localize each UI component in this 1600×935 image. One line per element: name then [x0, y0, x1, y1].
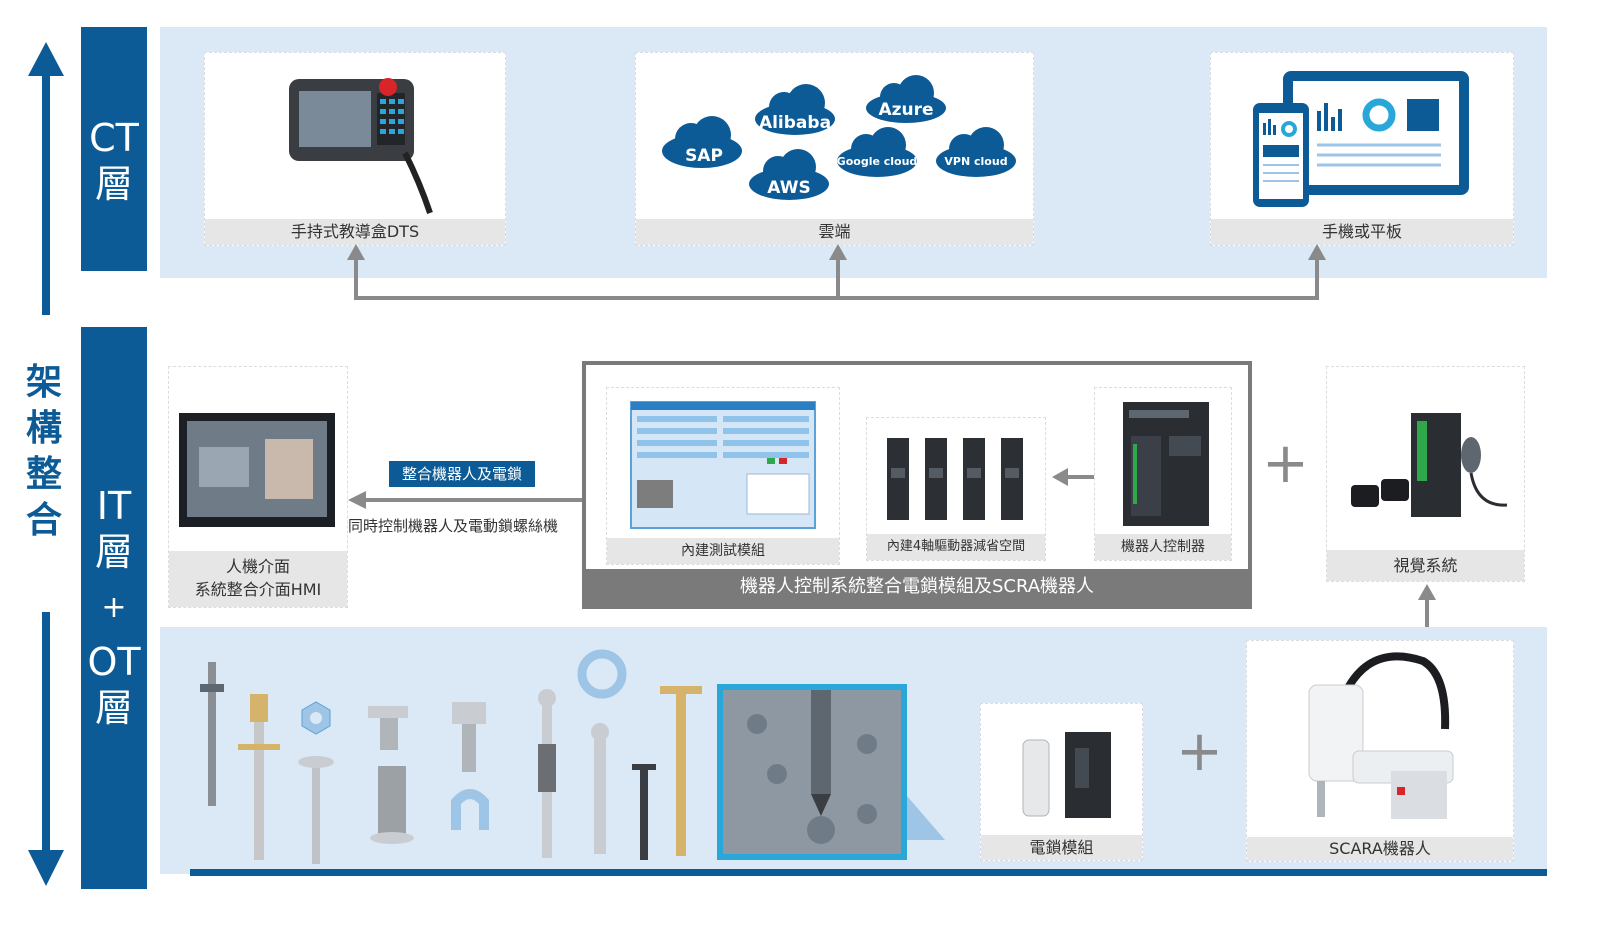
- flange-bolt-icon: [368, 706, 408, 750]
- it-layer-label: IT: [96, 484, 132, 528]
- screwdriving-photo: [717, 684, 945, 860]
- driver-module-card: 內建4軸驅動器減省空間: [866, 417, 1046, 561]
- screw-module-caption: 電鎖模組: [981, 835, 1142, 860]
- ot-layer-label: OT: [87, 640, 141, 684]
- side-char: 構: [25, 408, 62, 449]
- expansion-anchor-icon: [591, 723, 609, 854]
- cloud-sap: [662, 116, 742, 168]
- cloud-aws-label: AWS: [767, 178, 810, 198]
- ct-card-pendant: 手持式教導盒DTS: [204, 52, 506, 246]
- cloud-vpn: [936, 127, 1016, 177]
- side-char: 整: [25, 454, 62, 495]
- plus-sign-ot: +: [1176, 719, 1223, 784]
- side-label: 架 構 整 合: [22, 360, 66, 544]
- integration-arrow: [348, 491, 584, 509]
- black-screw-icon: [632, 764, 656, 860]
- tablet-phone-icon: [1253, 71, 1469, 207]
- hmi-caption: 人機介面 系統整合介面HMI: [169, 551, 347, 607]
- robot-controller-icon: [1123, 402, 1209, 526]
- ct-card-cloud: SAP Alibaba Azure AWS Google cloud VPN c…: [635, 52, 1034, 246]
- plus-label: +: [101, 590, 127, 625]
- ct-card-caption: 雲端: [636, 219, 1033, 245]
- hmi-caption-line: 系統整合介面HMI: [194, 580, 322, 599]
- hmi-caption-line: 人機介面: [225, 557, 290, 576]
- teach-pendant-icon: [289, 78, 433, 214]
- ct-layer-label: CT: [89, 116, 139, 160]
- ct-layer-bar: CT 層: [81, 27, 147, 271]
- hmi-screen-icon: [179, 413, 335, 527]
- cloud-azure-label: Azure: [878, 100, 933, 120]
- scara-card: SCARA機器人: [1246, 640, 1514, 862]
- controller-group: 內建測試模組 內建4軸驅動器減省空間 機器人控制器 機器人控制系統整合電鎖模組及…: [582, 361, 1252, 609]
- ct-card-caption: 手持式教導盒DTS: [205, 219, 505, 245]
- cloud-alibaba-label: Alibaba: [759, 113, 831, 133]
- down-arrow: [28, 612, 64, 886]
- driver-module-caption: 內建4軸驅動器減省空間: [867, 534, 1045, 560]
- ct-connector: [347, 244, 1326, 300]
- vision-system-icon: [1351, 413, 1508, 517]
- up-arrow: [28, 42, 64, 315]
- cloud-aws: [749, 149, 829, 200]
- controller-group-title: 機器人控制系統整合電鎖模組及SCRA機器人: [586, 569, 1248, 605]
- test-module-card: 內建測試模組: [606, 387, 840, 565]
- rivet-icon: [200, 662, 224, 806]
- fasteners-group: [200, 649, 702, 864]
- robot-controller-caption: 機器人控制器: [1095, 534, 1231, 560]
- screw-module-icon: [1022, 732, 1111, 818]
- screw-module-card: 電鎖模組: [980, 703, 1143, 861]
- rivet-nut-icon: [370, 766, 414, 844]
- cloud-alibaba: [755, 84, 835, 135]
- ot-baseline: [190, 869, 1547, 876]
- cloud-google: [837, 127, 917, 177]
- hex-nut-icon: [301, 701, 331, 735]
- cloud-services-icon: SAP Alibaba Azure AWS Google cloud VPN c…: [662, 75, 1016, 200]
- cloud-google-label: Google cloud: [837, 155, 918, 168]
- software-window-icon: [630, 401, 816, 529]
- wire-clamp-icon: [451, 789, 489, 830]
- ct-card-tablet: 手機或平板: [1210, 52, 1514, 246]
- it-ot-layer-bar: IT 層 + OT 層: [81, 327, 147, 889]
- integration-badge: 整合機器人及電鎖: [389, 461, 535, 487]
- test-module-caption: 內建測試模組: [607, 538, 839, 564]
- ct-layer-label-2: 層: [94, 162, 133, 206]
- anchor-bolt-icon: [538, 689, 556, 858]
- ct-card-caption: 手機或平板: [1211, 219, 1513, 245]
- washer-icon: [577, 649, 627, 699]
- hmi-card: 人機介面 系統整合介面HMI: [168, 366, 348, 608]
- vision-caption: 視覺系統: [1327, 550, 1524, 581]
- thumb-screw-icon: [452, 702, 486, 772]
- robot-controller-card: 機器人控制器: [1094, 387, 1232, 561]
- scara-caption: SCARA機器人: [1247, 837, 1513, 861]
- integration-note: 同時控制機器人及電動鎖螺絲機: [348, 517, 559, 535]
- vision-card: 視覺系統: [1326, 366, 1525, 582]
- servo-drivers-icon: [887, 438, 1023, 520]
- drywall-screw-icon: [298, 756, 334, 864]
- side-char: 架: [25, 362, 62, 403]
- cloud-azure: [866, 75, 946, 123]
- cloud-vpn-label: VPN cloud: [944, 155, 1007, 168]
- scara-robot-icon: [1308, 652, 1454, 819]
- cloud-sap-label: SAP: [685, 146, 723, 166]
- it-layer-label-2: 層: [94, 530, 133, 574]
- side-char: 合: [25, 500, 62, 541]
- ot-layer-label-2: 層: [94, 686, 133, 730]
- blind-rivet-icon: [238, 694, 280, 860]
- wood-screw-icon: [660, 686, 702, 856]
- plus-sign: +: [1262, 431, 1309, 496]
